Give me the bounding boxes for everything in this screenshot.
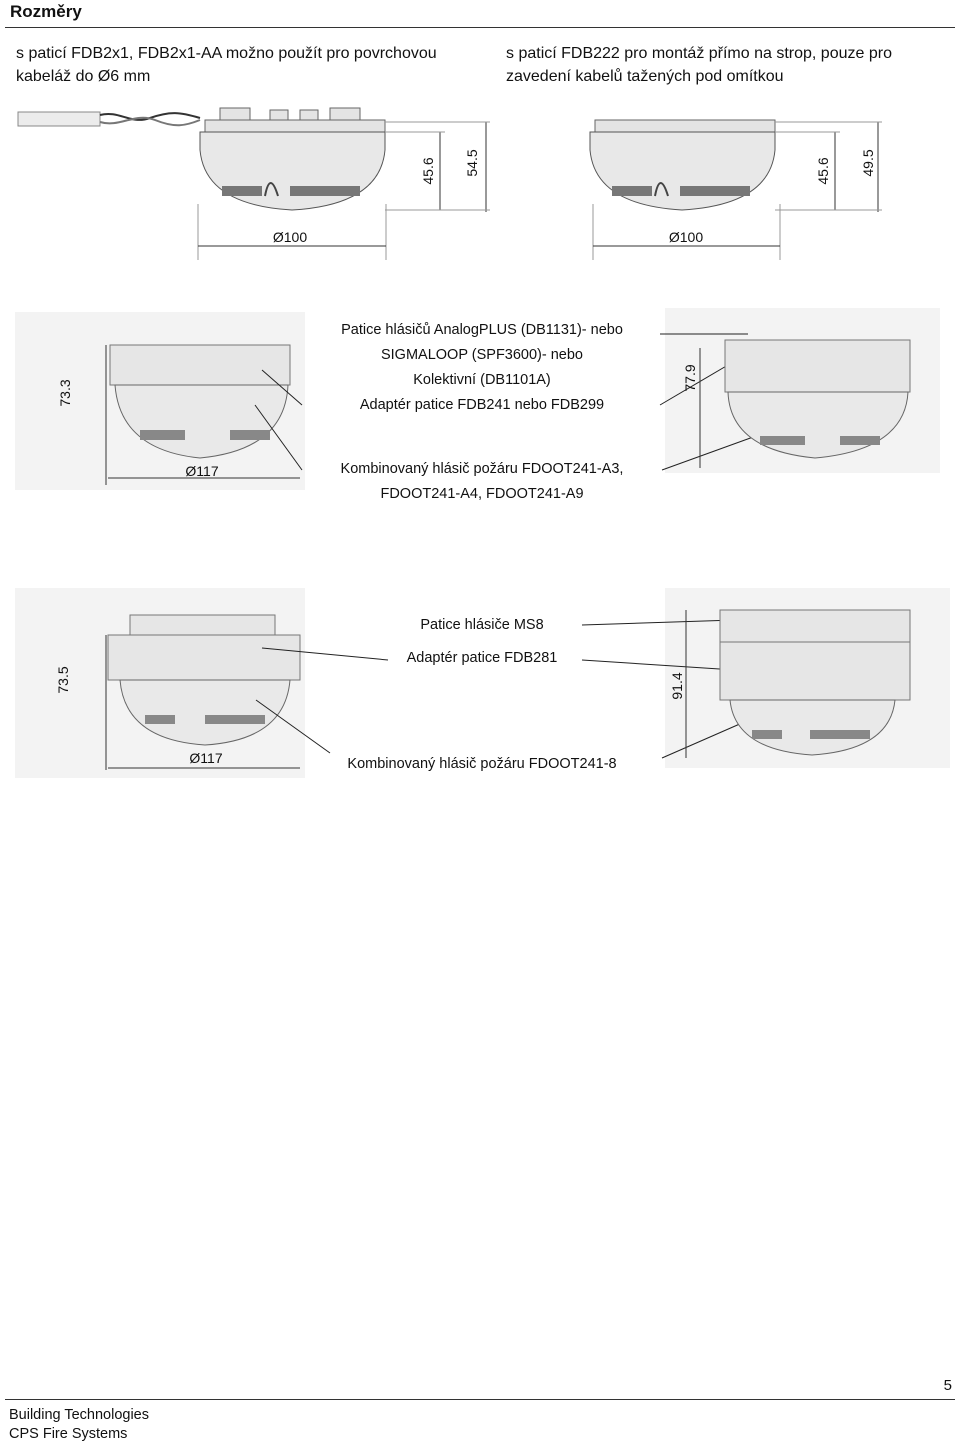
fig2-height-inner: 45.6 <box>815 157 831 185</box>
header-rule <box>5 27 955 28</box>
left-text-line1: s paticí FDB2x1, FDB2x1-AA možno použít … <box>16 45 437 62</box>
fig4-height-right: 91.4 <box>669 672 685 700</box>
figure-fdoot241-8-drawing <box>15 588 950 778</box>
fig4-height: 73.5 <box>55 666 71 694</box>
fig3-caption-line: Adaptér patice FDB241 nebo FDB299 <box>359 397 605 413</box>
adapter-left <box>109 344 291 386</box>
figure-fdb2x1-drawing <box>17 107 490 260</box>
vent-right <box>290 186 360 196</box>
fig1-height-inner: 45.6 <box>420 157 436 185</box>
fig2-height-total: 49.5 <box>860 149 876 177</box>
fig3-caption-line: Kombinovaný hlásič požáru FDOOT241-A3, <box>340 461 624 477</box>
detector-body <box>589 131 776 211</box>
label-fdb281-adapter: Adaptér patice FDB281 <box>406 650 558 666</box>
fig3-caption-bottom: Kombinovaný hlásič požáru FDOOT241-A3, F… <box>312 457 652 507</box>
fdb281-adapter <box>719 641 911 701</box>
left-column-text: s paticí FDB2x1, FDB2x1-AA možno použít … <box>16 42 496 88</box>
adapter-right <box>724 339 911 393</box>
fig3-caption-top: Patice hlásičů AnalogPLUS (DB1131)- nebo… <box>312 318 652 418</box>
detector-body <box>199 131 386 211</box>
page-title: Rozměry <box>10 2 82 21</box>
ms8-base <box>719 609 911 643</box>
footer: Building Technologies CPS Fire Systems <box>9 1406 149 1444</box>
fig3-height-right: 77.9 <box>682 364 698 392</box>
right-column-text: s paticí FDB222 pro montáž přímo na stro… <box>506 42 956 88</box>
vent-right <box>680 186 750 196</box>
label-fdoot241-8: Kombinovaný hlásič požáru FDOOT241-8 <box>347 756 617 772</box>
footer-rule <box>5 1399 955 1400</box>
page-number: 5 <box>943 1377 952 1394</box>
footer-line1: Building Technologies <box>9 1407 150 1423</box>
fig1-height-total: 54.5 <box>464 149 480 177</box>
footer-line2: CPS Fire Systems <box>9 1426 128 1442</box>
detector-left <box>119 679 291 746</box>
fig4-diameter: Ø117 <box>189 750 223 766</box>
base-top <box>204 119 386 133</box>
fig3-caption-line: Kolektivní (DB1101A) <box>413 372 551 388</box>
adapter-left <box>107 634 301 681</box>
base-top <box>594 119 776 133</box>
cable-wire-2 <box>99 116 201 127</box>
right-text-line2: zavedení kabelů tažených pod omítkou <box>506 68 784 85</box>
figure-fdb222-drawing <box>589 119 882 260</box>
right-text-line1: s paticí FDB222 pro montáž přímo na stro… <box>506 45 892 62</box>
fig3-caption-line: FDOOT241-A4, FDOOT241-A9 <box>380 486 584 502</box>
figure-fdoot241-a-drawing <box>15 308 940 490</box>
label-ms8-base: Patice hlásiče MS8 <box>420 617 544 633</box>
vent-left <box>222 186 262 196</box>
cable-sheath <box>17 111 101 127</box>
fig3-caption-line: Patice hlásičů AnalogPLUS (DB1131)- nebo <box>341 322 623 338</box>
fig3-caption-line: SIGMALOOP (SPF3600)- nebo <box>380 347 584 363</box>
detector-right <box>729 699 896 756</box>
fig3-height: 73.3 <box>57 379 73 407</box>
left-text-line2: kabeláž do Ø6 mm <box>16 68 151 85</box>
vent-left <box>612 186 652 196</box>
fig3-diameter: Ø117 <box>185 463 219 479</box>
fig2-diameter: Ø100 <box>668 229 704 245</box>
fig1-diameter: Ø100 <box>272 229 308 245</box>
